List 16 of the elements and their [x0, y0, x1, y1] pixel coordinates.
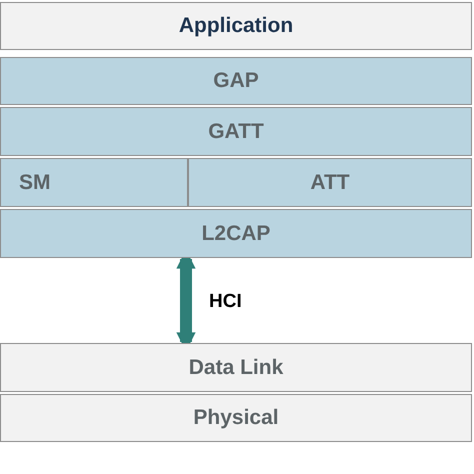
layer-box	[0, 209, 472, 258]
layer-box	[0, 2, 472, 50]
layer-label: GAP	[213, 68, 259, 94]
layer-label: L2CAP	[202, 220, 270, 247]
layer-box	[188, 158, 472, 207]
layer-box	[0, 343, 472, 392]
layer-label: ATT	[310, 170, 350, 196]
layer-box	[0, 107, 472, 156]
layer-box	[0, 394, 472, 442]
layer-label: Application	[178, 13, 294, 40]
layer-label: SM	[19, 170, 50, 196]
layer-label: Physical	[193, 405, 279, 432]
layer-label: GATT	[208, 118, 264, 145]
layer-box	[0, 57, 472, 105]
layer-label: Data Link	[188, 354, 284, 381]
layer-box	[0, 158, 188, 207]
